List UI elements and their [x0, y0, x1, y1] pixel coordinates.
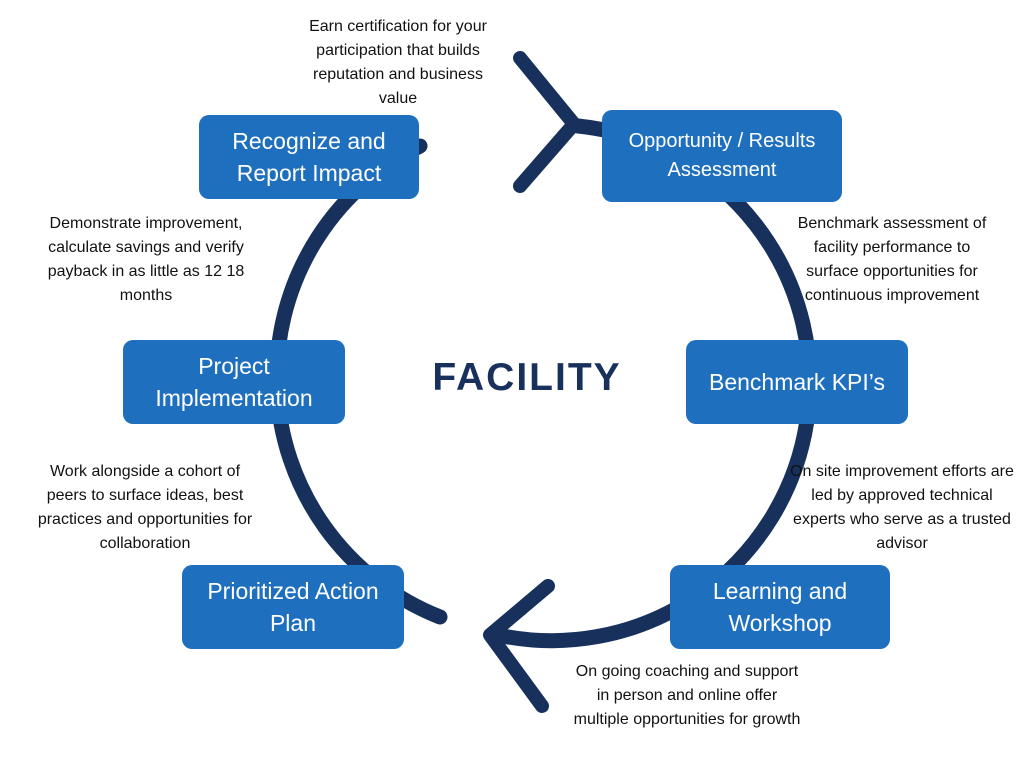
step-project-implementation: Project Implementation	[123, 340, 345, 424]
step-recognize-and-report-impact: Recognize and Report Impact	[199, 115, 419, 199]
note-ongoing-coaching: On going coaching and support in person …	[573, 663, 801, 728]
step-benchmark-kpis: Benchmark KPI’s	[686, 340, 908, 424]
step-prioritized-action-plan: Prioritized Action Plan	[182, 565, 404, 649]
note-demonstrate-improvement: Demonstrate improvement, calculate savin…	[47, 215, 245, 304]
note-cohort-peers: Work alongside a cohort of peers to surf…	[37, 463, 253, 552]
step-learning-and-workshop: Learning and Workshop	[670, 565, 890, 649]
note-onsite-improvement: On site improvement efforts are led by a…	[790, 463, 1014, 552]
arrowhead-bottom	[483, 579, 555, 713]
note-certification: Earn certification for your participatio…	[309, 18, 487, 107]
step-opportunity-results-assessment: Opportunity / Results Assessment	[602, 110, 842, 202]
arrowhead-top	[513, 51, 581, 193]
note-benchmark-assessment: Benchmark assessment of facility perform…	[797, 215, 987, 304]
center-label: FACILITY	[432, 356, 622, 399]
